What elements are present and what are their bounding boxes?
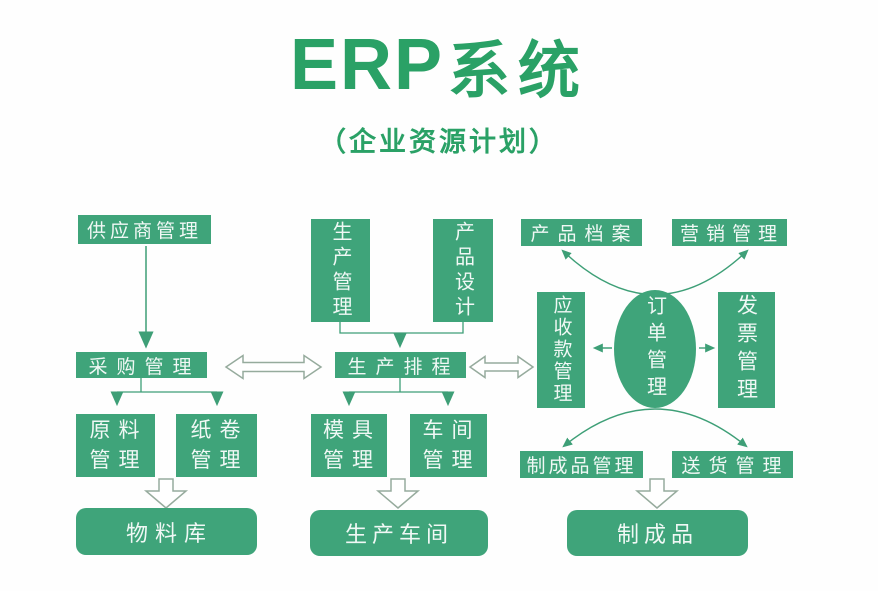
node-marketing-management: 营销管理 — [672, 219, 787, 246]
bracket-scheduling-split — [349, 378, 448, 393]
node-supplier-management: 供应商管理 — [78, 215, 211, 244]
node-mold-management: 模具管理 — [311, 414, 387, 477]
page-subtitle: （企业资源计划） — [319, 127, 559, 157]
title-system-text: 系统 — [448, 38, 589, 106]
node-paper-roll-management: 纸卷管理 — [176, 414, 257, 477]
node-finished-goods: 制成品 — [567, 510, 748, 556]
node-finished-goods-management: 制成品管理 — [520, 451, 643, 478]
node-receivables-management: 应收款管理 — [537, 292, 585, 408]
node-invoice-management: 发票管理 — [718, 292, 775, 408]
hollow-arrow-to-material-warehouse — [143, 478, 189, 509]
node-delivery-management: 送货管理 — [672, 451, 793, 478]
hollow-arrow-to-finished-goods — [634, 478, 680, 509]
node-production-scheduling: 生产排程 — [335, 352, 466, 378]
hollow-arrow-to-production-workshop — [375, 478, 421, 509]
node-production-workshop: 生产车间 — [310, 510, 488, 556]
node-raw-material-management: 原料管理 — [76, 414, 155, 477]
node-product-archive: 产品档案 — [521, 219, 642, 246]
page-title: ERP系统 — [0, 20, 878, 110]
node-workshop-management: 车间管理 — [410, 414, 487, 477]
double-arrow-scheduling-receivables — [468, 355, 535, 379]
curve-order-to-archive-marketing — [561, 249, 749, 296]
double-arrow-purchasing-scheduling — [224, 354, 323, 380]
curve-order-to-finished-delivery — [562, 408, 748, 448]
node-order-management: 订单管理 — [614, 290, 696, 408]
title-erp-text: ERP — [289, 25, 445, 105]
node-purchasing-management: 采购管理 — [76, 352, 207, 378]
node-product-design: 产品设计 — [433, 219, 493, 322]
node-material-warehouse: 物料库 — [76, 508, 257, 555]
bracket-purchasing-split — [117, 378, 217, 393]
node-production-management: 生产管理 — [311, 219, 370, 322]
bracket-production-design-merge — [339, 322, 464, 334]
